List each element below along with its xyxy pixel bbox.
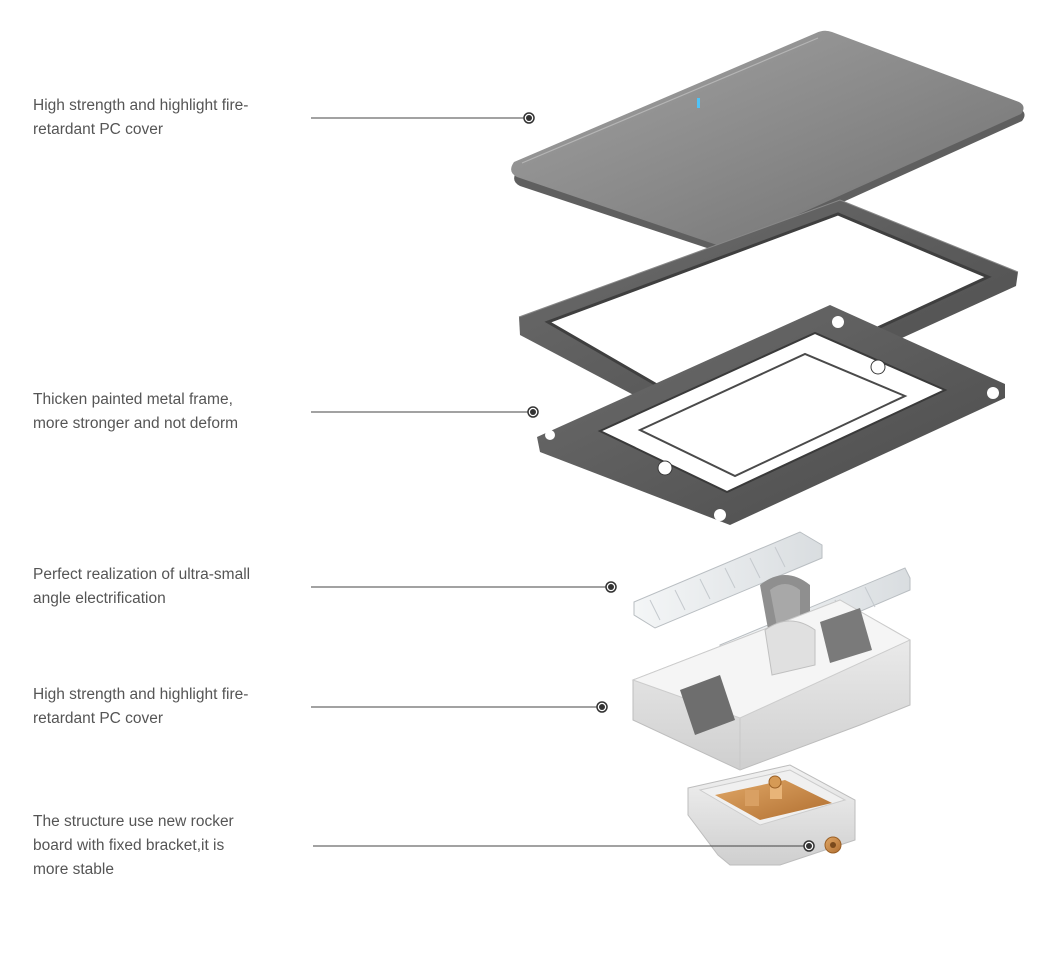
callout-line: Perfect realization of ultra-small [33,566,251,583]
pc-cover-part [511,30,1025,254]
leader-lines [311,112,815,852]
callout-label-rocker: The structure use new rocker board with … [33,810,303,882]
callout-label-frame: Thicken painted metal frame, more strong… [33,388,303,436]
callout-line: retardant PC cover [33,121,164,138]
callout-label-electrification: Perfect realization of ultra-small angle… [33,563,303,611]
callout-line: High strength and highlight fire- [33,686,249,703]
callout-label-cover: High strength and highlight fire- retard… [33,94,303,142]
mounting-bracket-part [537,305,1005,525]
callout-line: angle electrification [33,590,166,607]
rocker-board-part [687,764,856,866]
callout-label-housing: High strength and highlight fire- retard… [33,683,303,731]
callout-line: The structure use new rocker [33,813,234,830]
pc-housing-part [631,599,912,771]
metal-frame-part [518,199,1019,430]
callout-line: retardant PC cover [33,710,164,727]
callout-line: board with fixed bracket,it is [33,837,225,854]
callout-line: High strength and highlight fire- [33,97,249,114]
callout-line: more stable [33,861,114,878]
callout-line: more stronger and not deform [33,415,239,432]
callout-line: Thicken painted metal frame, [33,391,233,408]
indicator-light-icon [697,98,700,108]
